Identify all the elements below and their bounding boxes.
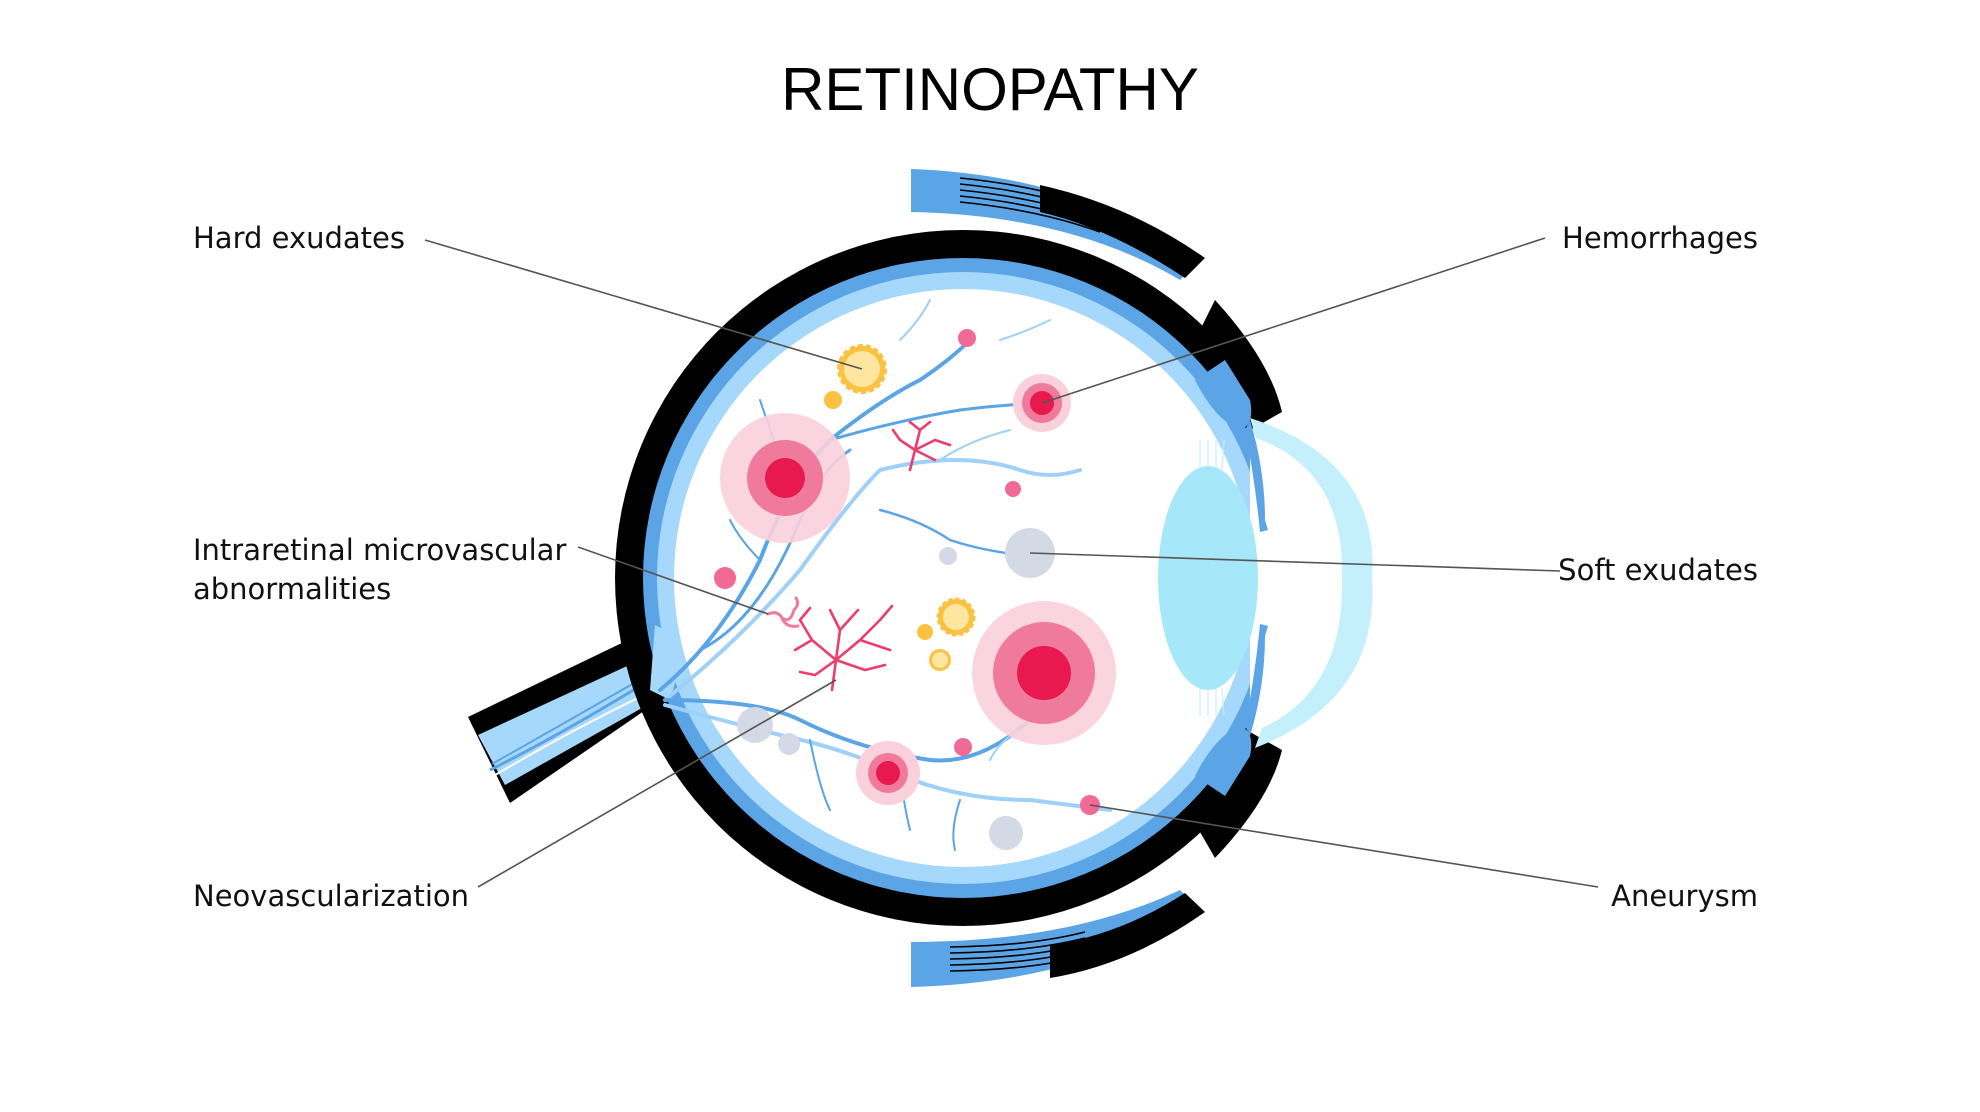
- label-irma-line1: Intraretinal microvascular: [193, 533, 566, 567]
- label-neovascularization: Neovascularization: [193, 879, 469, 913]
- neovascularization-tree-upper: [891, 420, 952, 472]
- aneurysm-dot: [958, 329, 976, 347]
- cornea: [1250, 418, 1373, 748]
- aneurysm-dot: [714, 567, 736, 589]
- ciliary-body: [1195, 360, 1268, 796]
- leader-soft-exudates: [1029, 552, 1561, 572]
- extraocular-muscle-bottom: [911, 890, 1205, 987]
- diagram-title: RETINOPATHY: [781, 56, 1199, 123]
- leader-irma: [577, 546, 769, 615]
- leader-hemorrhages: [1041, 237, 1546, 404]
- aneurysm-dot: [1005, 481, 1021, 497]
- hemorrhage-small-lower: [856, 741, 920, 805]
- lens: [1158, 466, 1258, 690]
- hemorrhage-large-lower: [972, 601, 1116, 745]
- leader-aneurysm: [1089, 804, 1599, 888]
- hemorrhage-large-upper: [720, 413, 850, 543]
- label-aneurysm: Aneurysm: [1611, 879, 1758, 913]
- soft-exudates: [737, 528, 1055, 850]
- neovascularization-tree-lower: [793, 604, 894, 692]
- irma-vessel: [766, 596, 800, 628]
- label-irma-line2: abnormalities: [193, 572, 391, 606]
- label-soft-exudates: Soft exudates: [1558, 553, 1758, 587]
- label-hard-exudates: Hard exudates: [193, 221, 405, 255]
- optic-nerve: [468, 640, 665, 803]
- leader-lines: [424, 237, 1599, 888]
- aneurysm-dot: [954, 738, 972, 756]
- extraocular-muscle-top: [911, 169, 1205, 280]
- microaneurysms: [714, 329, 1100, 815]
- leader-hard-exudates: [424, 239, 863, 370]
- label-hemorrhages: Hemorrhages: [1562, 221, 1758, 255]
- leader-neovascularization: [477, 679, 837, 888]
